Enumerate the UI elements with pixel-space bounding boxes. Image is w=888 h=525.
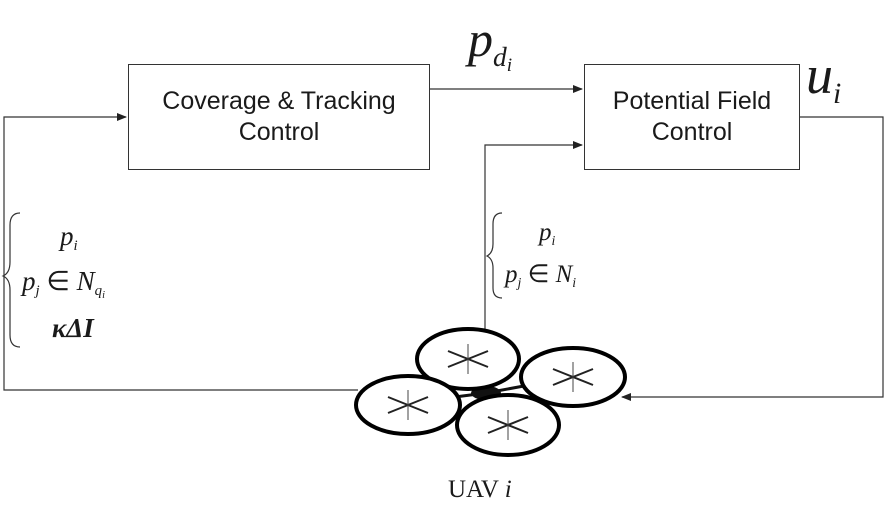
potential-block-line1: Potential Field [612,86,772,115]
pd-signal-label: pdi [468,11,513,77]
left-feedback-pj-in-nq: pj ∈ Nqi [22,266,105,302]
coverage-block-line2: Control [238,118,320,146]
uav-label: UAV i [448,476,512,503]
rotor-top [415,327,521,391]
rotor-bottom [455,393,561,457]
coverage-block-line1: Coverage & Tracking [162,86,396,115]
u-signal-label: ui [806,45,842,111]
left-feedback-kappa-delta-i: κΔI [52,313,94,343]
coverage-tracking-control-block: Coverage & Tracking Control [128,64,430,170]
middle-brace [485,212,503,299]
left-feedback-pi: pi [60,221,78,255]
middle-feedback-pj-in-n: pj ∈ Ni [505,261,577,290]
left-feedback-line [3,113,358,391]
middle-feedback-line [484,141,583,330]
uav-quadcopter-icon [354,327,627,457]
potential-field-control-block: Potential Field Control [584,64,800,170]
rotor-right [519,346,627,408]
left-brace [1,212,21,348]
potential-block-line2: Control [651,118,733,146]
output-feedback-line [621,116,884,401]
middle-feedback-pi: pi [539,219,556,248]
rotor-left [354,374,462,436]
